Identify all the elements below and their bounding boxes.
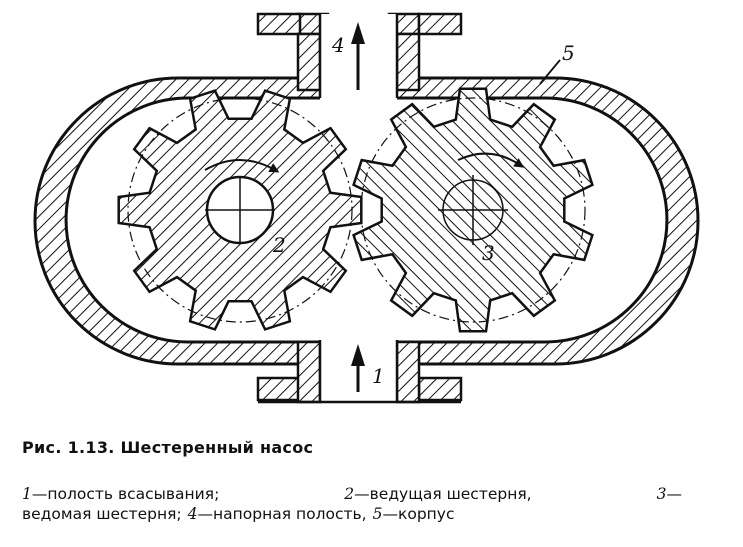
figure-caption-title: Рис. 1.13. Шестеренный насос bbox=[22, 438, 314, 457]
legend-item-1: 1—полость всасывания; bbox=[22, 485, 220, 503]
legend-item-4: 4—напорная полость, bbox=[187, 505, 367, 523]
legend-item-2: 2—ведущая шестерня, bbox=[344, 485, 532, 503]
housing-leader-line bbox=[539, 59, 561, 85]
outlet-flow-arrow bbox=[351, 22, 365, 90]
label-2: 2 bbox=[272, 233, 286, 257]
legend-item-3-cont: ведомая шестерня; bbox=[22, 505, 182, 523]
legend-item-5: 5—корпус bbox=[372, 505, 455, 523]
inlet-flow-arrow bbox=[351, 344, 365, 392]
legend-item-3: 3— bbox=[656, 485, 682, 503]
label-4: 4 bbox=[331, 33, 345, 57]
label-3: 3 bbox=[482, 241, 495, 265]
gear-pump-diagram: 4 5 2 3 1 bbox=[33, 12, 700, 404]
legend-line-2: ведомая шестерня; 4—напорная полость, 5—… bbox=[22, 504, 682, 524]
figure-legend: 1—полость всасывания; 2—ведущая шестерня… bbox=[22, 484, 682, 524]
label-5: 5 bbox=[562, 41, 575, 65]
label-1: 1 bbox=[372, 364, 385, 388]
driving-gear bbox=[117, 89, 363, 331]
legend-line-1: 1—полость всасывания; 2—ведущая шестерня… bbox=[22, 484, 682, 504]
driven-gear bbox=[352, 87, 594, 333]
